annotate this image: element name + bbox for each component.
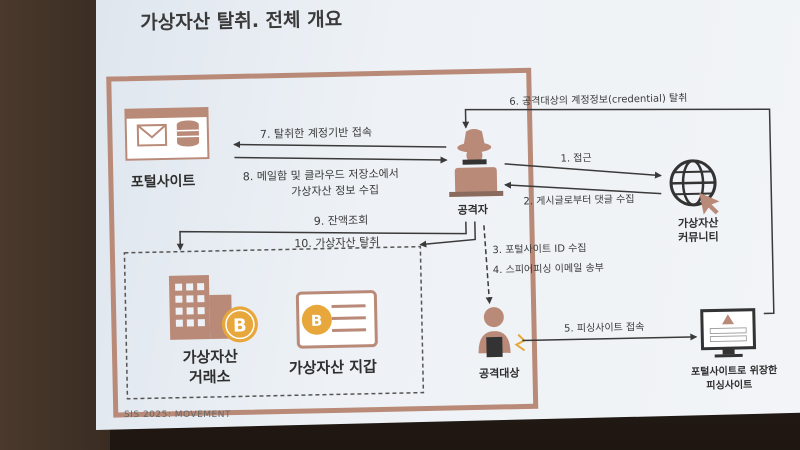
step2-label: 2. 게시글로부터 댓글 수집: [523, 193, 634, 207]
exchange-label-2: 거래소: [189, 368, 231, 387]
globe-icon: [669, 159, 720, 215]
phishing-monitor-icon: [700, 308, 757, 358]
community-label-2: 커뮤니티: [678, 229, 719, 244]
phishing-label-2: 피싱사이트: [706, 378, 752, 392]
arrow-step8: [234, 156, 448, 164]
room-wall: [0, 0, 110, 450]
portal-icon: [124, 107, 210, 161]
arrow-step34: [483, 225, 493, 305]
phishing-label-1: 포털사이트로 위장한: [691, 363, 778, 378]
arrow-step7: [233, 141, 447, 149]
community-label-1: 가상자산: [678, 215, 719, 230]
svg-text:B: B: [233, 315, 247, 336]
svg-text:B: B: [311, 312, 323, 330]
arrow-step1: [504, 163, 662, 179]
step3-label: 3. 포털사이트 ID 수집: [492, 242, 586, 256]
step10-label: 10. 가상자산 탈취: [294, 235, 379, 250]
step6-label: 6. 공격대상의 계정정보(credential) 탈취: [509, 91, 687, 108]
attacker-label: 공격자: [457, 202, 489, 217]
arrow-step10: [419, 221, 476, 248]
attacker-icon: [449, 128, 504, 198]
wallet-label: 가상자산 지갑: [289, 358, 378, 378]
arrow-step5: [522, 333, 698, 342]
target-person-icon: [478, 307, 527, 358]
step9-label: 9. 잔액조회: [314, 214, 369, 228]
asset-group-box: [123, 245, 425, 400]
portal-label: 포털사이트: [131, 172, 196, 190]
arrow-step2: [504, 181, 662, 195]
footer-event: SIS 2025: MOVEMENT: [124, 410, 231, 420]
wallet-bitcoin-icon: B: [301, 304, 332, 335]
exchange-building-icon: [168, 275, 233, 340]
exchange-label-1: 가상자산: [182, 347, 238, 366]
exchange-bitcoin-icon: B: [221, 306, 258, 343]
attacker-frame: [106, 67, 539, 418]
step5-label: 5. 피싱사이트 접속: [564, 321, 645, 335]
arrow-step6: [462, 108, 775, 315]
step8-label-2: 가상자산 정보 수집: [291, 183, 379, 198]
step4-label: 4. 스피어피싱 이메일 송부: [493, 262, 604, 276]
arrow-step9: [176, 221, 467, 251]
step1-label: 1. 접근: [560, 152, 591, 165]
target-label: 공격대상: [479, 366, 520, 381]
step8-label-1: 8. 메일함 및 클라우드 저장소에서: [243, 166, 399, 183]
step7-label: 7. 탈취한 계정기반 접속: [260, 126, 372, 141]
